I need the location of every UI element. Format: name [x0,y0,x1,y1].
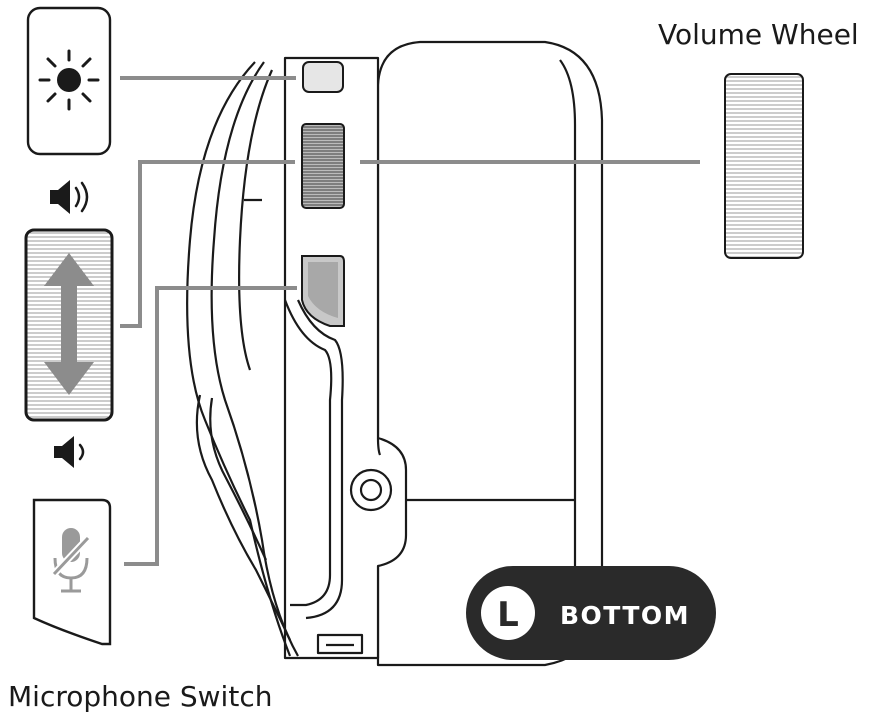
brightness-button [302,61,344,93]
volume-wheel-label: Volume Wheel [658,18,859,51]
leader-microphone [124,286,297,566]
double-arrow-icon [44,253,94,395]
microphone-switch-label: Microphone Switch [8,680,273,713]
microphone-muted-icon [51,528,91,593]
bottom-badge: L BOTTOM [466,566,716,660]
microphone-switch-on-camera [301,255,345,327]
badge-text: BOTTOM [560,601,690,630]
leader-volume-control [120,160,295,328]
volume-wheel-detail [724,73,804,259]
leader-lines [120,76,700,566]
speaker-quiet-icon [54,436,85,468]
speaker-loud-icon [50,180,89,214]
sun-icon [38,49,100,111]
badge-letter: L [497,595,519,635]
brightness-panel [26,6,112,156]
volume-wheel-on-camera [301,123,345,209]
volume-control-panel [24,228,114,422]
microphone-panel [32,498,112,646]
